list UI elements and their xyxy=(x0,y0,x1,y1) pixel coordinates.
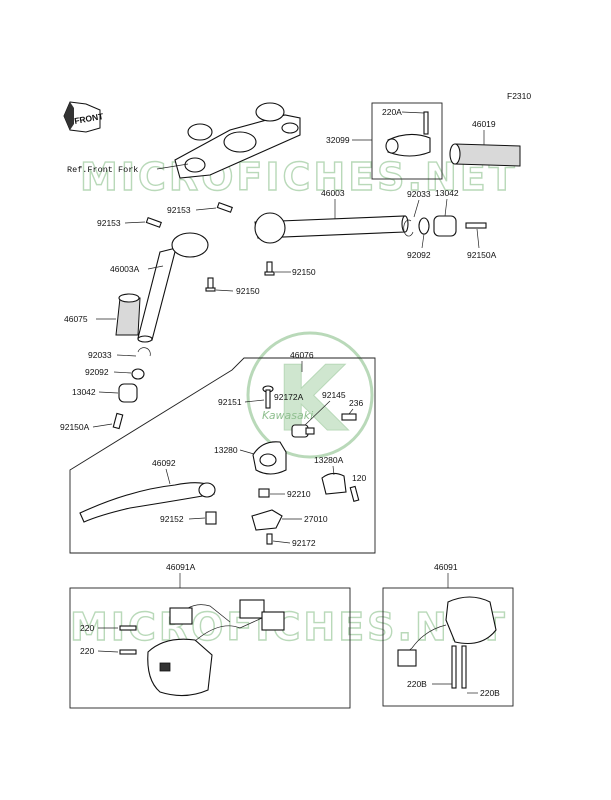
kawasaki-logo: K Kawasaki xyxy=(246,331,374,459)
label-92210: 92210 xyxy=(287,489,311,499)
bolt-92150-left xyxy=(205,277,216,292)
label-120: 120 xyxy=(352,473,366,483)
label-92172A: 92172A xyxy=(274,392,304,402)
label-92150-b: 92150 xyxy=(292,267,316,277)
label-46003: 46003 xyxy=(321,188,345,198)
label-92150-a: 92150 xyxy=(236,286,260,296)
label-92150A-b: 92150A xyxy=(467,250,497,260)
label-220-b: 220 xyxy=(80,646,94,656)
figure-code: F2310 xyxy=(507,91,531,101)
ref-front-fork-label: Ref.Front Fork xyxy=(67,165,138,175)
label-92151: 92151 xyxy=(218,397,242,407)
label-220-a: 220 xyxy=(80,623,94,633)
logo-word: Kawasaki xyxy=(262,409,313,422)
label-92172: 92172 xyxy=(292,538,316,548)
throttle-housing xyxy=(385,111,431,157)
label-92145: 92145 xyxy=(322,390,346,400)
pivot-bolt-92151 xyxy=(262,385,274,409)
bolt-92150-right xyxy=(264,261,275,276)
left-switch-box xyxy=(69,587,351,709)
screws-220-left xyxy=(119,625,137,655)
label-46075: 46075 xyxy=(64,314,88,324)
right-handlebar xyxy=(254,212,409,244)
label-46076: 46076 xyxy=(290,350,314,360)
bolt-92150A-right xyxy=(465,222,487,229)
bar-end-weight-left xyxy=(118,383,138,403)
label-13280A: 13280A xyxy=(314,455,344,465)
screw-92172 xyxy=(266,533,273,545)
label-220B-a: 220B xyxy=(407,679,427,689)
adjuster-92145 xyxy=(291,424,315,438)
upper-triple-clamp xyxy=(174,102,301,179)
label-13042-a: 13042 xyxy=(72,387,96,397)
bar-end-weight-right xyxy=(433,215,457,237)
logo-letter: K xyxy=(276,347,349,452)
label-46019: 46019 xyxy=(472,119,496,129)
label-46091A: 46091A xyxy=(166,562,196,572)
label-236: 236 xyxy=(349,398,363,408)
label-92033-a: 92033 xyxy=(88,350,112,360)
damper-right xyxy=(418,217,430,235)
label-220B-b: 220B xyxy=(480,688,500,698)
bolt-92150A-left xyxy=(112,412,124,430)
right-grip xyxy=(449,143,521,167)
clamp-13280A xyxy=(321,472,347,495)
label-46092: 46092 xyxy=(152,458,176,468)
left-grip xyxy=(115,293,141,336)
watermark-bottom: MICROFICHES.NET xyxy=(70,605,508,649)
label-92153-a: 92153 xyxy=(97,218,121,228)
label-92153-b: 92153 xyxy=(167,205,191,215)
clutch-lever xyxy=(79,482,216,523)
circlip-right xyxy=(403,219,414,237)
collar-92152 xyxy=(205,511,217,525)
right-switch-housing xyxy=(397,596,497,689)
watermark-group: MICROFICHES.NET MICROFICHES.NET xyxy=(69,154,518,649)
label-13042-b: 13042 xyxy=(435,188,459,198)
switch-27010 xyxy=(251,509,283,531)
circlip-left xyxy=(137,347,151,357)
label-92152: 92152 xyxy=(160,514,184,524)
bolt-92153-left xyxy=(145,217,162,228)
bolt-120 xyxy=(349,485,360,502)
label-92150A-a: 92150A xyxy=(60,422,90,432)
label-92092-b: 92092 xyxy=(407,250,431,260)
label-92033-b: 92033 xyxy=(407,189,431,199)
label-46003A: 46003A xyxy=(110,264,140,274)
label-13280: 13280 xyxy=(214,445,238,455)
label-27010: 27010 xyxy=(304,514,328,524)
screw-236 xyxy=(341,413,357,421)
label-32099: 32099 xyxy=(326,135,350,145)
left-handlebar xyxy=(137,232,209,343)
label-46091: 46091 xyxy=(434,562,458,572)
lever-holder-13280 xyxy=(252,441,287,475)
nut-92210 xyxy=(258,488,270,498)
bolt-92153-right xyxy=(216,202,233,213)
damper-left xyxy=(131,368,145,380)
label-220A: 220A xyxy=(382,107,402,117)
clutch-lever-box xyxy=(69,357,376,554)
label-92092-a: 92092 xyxy=(85,367,109,377)
throttle-housing-box xyxy=(371,102,443,180)
front-arrow-icon: FRONT xyxy=(63,101,105,133)
left-switch-housing xyxy=(147,599,285,697)
watermark-top: MICROFICHES.NET xyxy=(80,155,518,199)
